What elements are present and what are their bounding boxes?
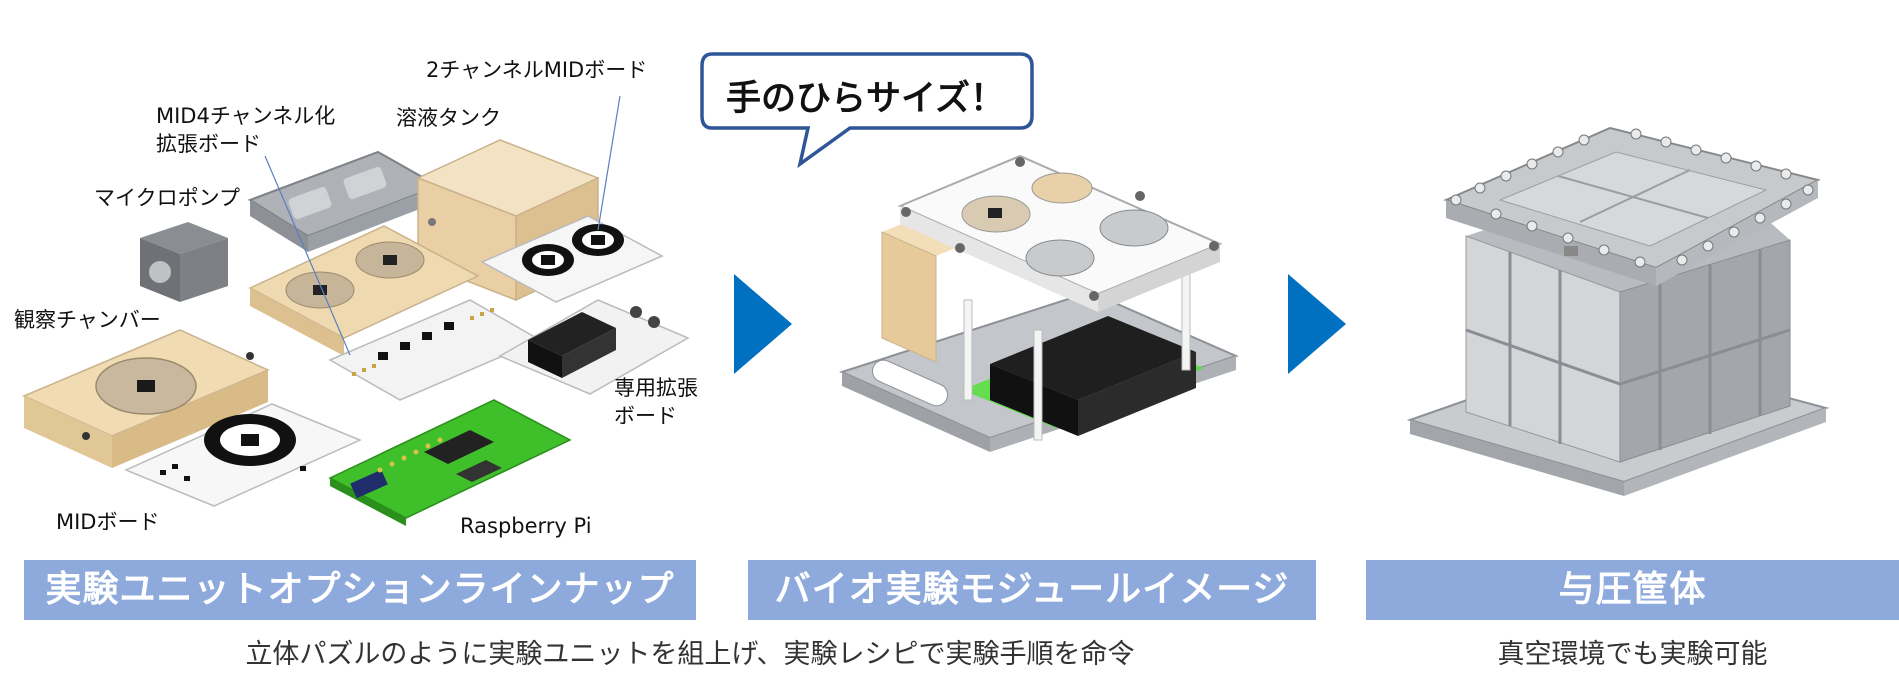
- label-micropump: マイクロポンプ: [94, 186, 240, 210]
- label-dedicated-expansion-line1: 専用拡張: [614, 376, 698, 400]
- arrow-1-icon: [734, 274, 792, 374]
- pressurized-housing-illustration: [1406, 126, 1830, 496]
- caption-lineup: 立体パズルのように実験ユニットを組上げ、実験レシピで実験手順を命令: [245, 639, 1135, 670]
- exploded-unit-illustration: [22, 95, 690, 526]
- bubble-text: 手のひらサイズ！: [726, 79, 1005, 119]
- label-mid4ch-line2: 拡張ボード: [156, 132, 261, 156]
- label-mid-board: MIDボード: [56, 510, 160, 534]
- label-observation-chamber: 観察チャンバー: [14, 308, 161, 332]
- banner-module-image: バイオ実験モジュールイメージ: [748, 560, 1316, 620]
- label-solution-tank: 溶液タンク: [396, 106, 501, 130]
- banner-pressurized-housing: 与圧筐体: [1366, 560, 1899, 620]
- micropump: [140, 222, 228, 302]
- banner-lineup: 実験ユニットオプションラインナップ: [24, 560, 696, 620]
- two-well-chamber: [248, 225, 480, 356]
- assembled-module-illustration: [839, 154, 1239, 452]
- observation-chamber: [22, 329, 270, 468]
- label-mid2ch-board: 2チャンネルMIDボード: [426, 58, 648, 82]
- dedicated-expansion-board: [498, 299, 690, 395]
- label-dedicated-expansion-line2: ボード: [614, 404, 677, 428]
- mid4ch-metal-frame: [247, 150, 441, 252]
- leader-lines: [264, 95, 621, 356]
- label-mid4ch-line1: MID4チャンネル化: [156, 104, 336, 128]
- speech-bubble: [700, 52, 1034, 169]
- label-raspberry-pi: Raspberry Pi: [460, 514, 592, 538]
- mid-board: [124, 403, 362, 507]
- mid2ch-board: [480, 215, 664, 303]
- raspberry-pi-board: [328, 399, 572, 526]
- caption-pressurized-housing: 真空環境でも実験可能: [1497, 639, 1768, 670]
- arrow-2-icon: [1288, 274, 1346, 374]
